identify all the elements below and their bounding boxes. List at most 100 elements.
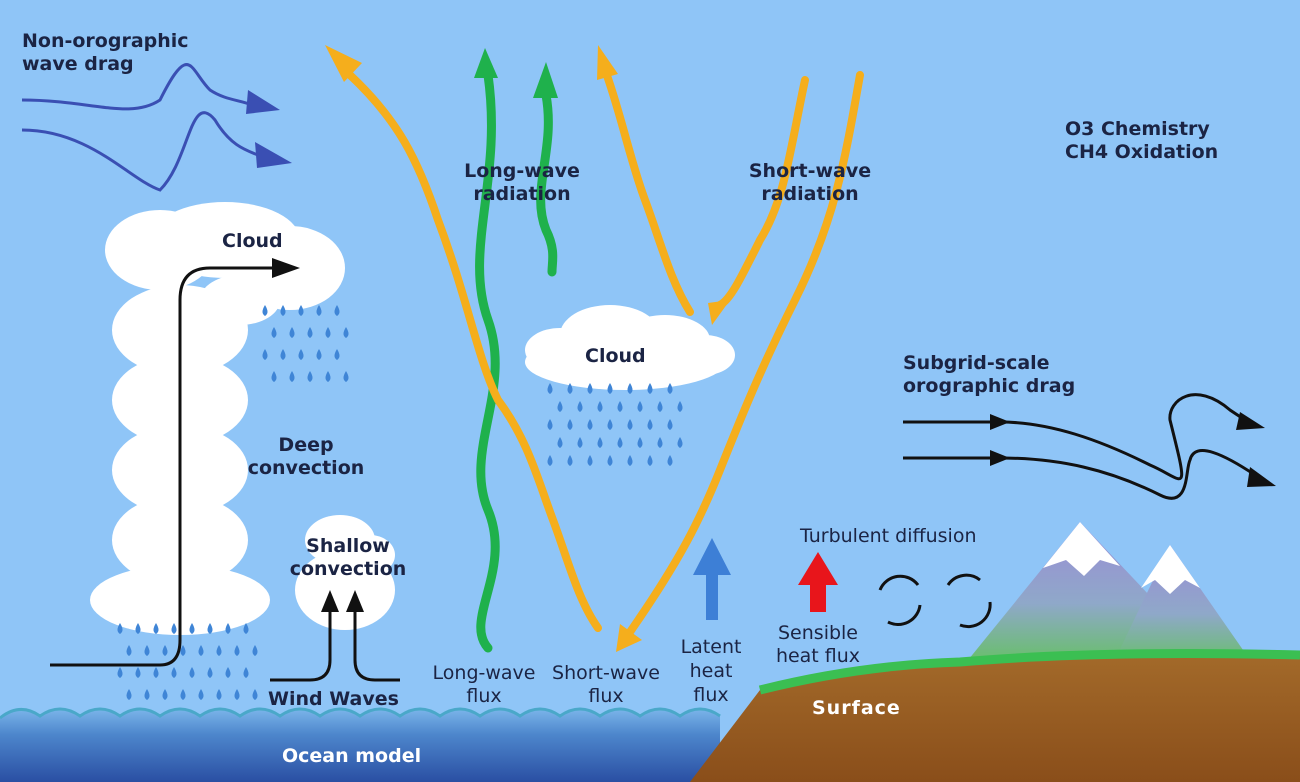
rain-drop (667, 383, 673, 394)
ocean-model-label: Ocean model (282, 745, 422, 767)
rain-drop (647, 419, 653, 430)
rain-drop (547, 419, 553, 430)
rain-drop (343, 371, 349, 382)
rain-drop (577, 437, 583, 448)
rain-drop (343, 327, 349, 338)
rain-drop (587, 383, 593, 394)
rain-drop (153, 667, 159, 678)
ocean (0, 709, 720, 782)
rain-drop (587, 419, 593, 430)
rain-drop (234, 645, 240, 656)
rain-drop (252, 689, 258, 700)
rain-drop (667, 455, 673, 466)
rain-drop (243, 667, 249, 678)
rain-drop (144, 645, 150, 656)
mountain-small-snow (1141, 545, 1200, 594)
rain-drop (252, 645, 258, 656)
rain-drop (117, 667, 123, 678)
rain-drop (597, 437, 603, 448)
rain-drop (216, 645, 222, 656)
rain-drop (617, 401, 623, 412)
rain-drop (298, 305, 304, 316)
rain-drop (262, 349, 268, 360)
mid-cloud-label: Cloud (585, 345, 646, 367)
rain-drop (144, 689, 150, 700)
rain-drop (216, 689, 222, 700)
long-wave-arrows (475, 70, 558, 653)
rain-drop (597, 401, 603, 412)
rain-drop (271, 371, 277, 382)
rain-drop (153, 623, 159, 634)
rain-drop (316, 349, 322, 360)
grass (758, 649, 1300, 695)
rain-drop (677, 401, 683, 412)
rain-drop (627, 455, 633, 466)
turbulent-diffusion-arrows (878, 573, 992, 629)
orographic-drag-arrows (903, 393, 1256, 500)
rain-drop (289, 371, 295, 382)
rain-drops (117, 305, 683, 700)
rain-drop (334, 349, 340, 360)
wave-drag-arrows (21, 63, 259, 192)
rain-drop (162, 645, 168, 656)
rain-drop (207, 623, 213, 634)
rain-drop (637, 401, 643, 412)
mountain-large-snow (1043, 522, 1120, 576)
rain-drop (234, 689, 240, 700)
deep-cloud-label: Cloud (222, 230, 283, 252)
rain-drop (280, 305, 286, 316)
rain-drop (262, 305, 268, 316)
rain-drop (637, 437, 643, 448)
rain-drop (135, 667, 141, 678)
rain-drop (307, 327, 313, 338)
rain-drop (567, 419, 573, 430)
rain-drop (325, 371, 331, 382)
rain-drop (180, 689, 186, 700)
rain-drop (667, 419, 673, 430)
rain-drop (189, 667, 195, 678)
rain-drop (547, 455, 553, 466)
rain-drop (225, 623, 231, 634)
rain-drop (547, 383, 553, 394)
shallow-convection-arrows (270, 605, 400, 682)
rain-drop (198, 689, 204, 700)
rain-drop (180, 645, 186, 656)
rain-drop (657, 437, 663, 448)
latent-heat-arrow (693, 538, 731, 620)
mountain-small (1110, 545, 1250, 670)
rain-drop (225, 667, 231, 678)
rain-drop (162, 689, 168, 700)
rain-drop (298, 349, 304, 360)
wind-waves-label: Wind Waves (268, 688, 399, 710)
short-wave-arrows (346, 66, 864, 636)
land (690, 653, 1300, 782)
rain-drop (171, 623, 177, 634)
mid-cloud (525, 305, 735, 390)
rain-drop (289, 327, 295, 338)
rain-drop (117, 623, 123, 634)
shallow-convection-cloud (295, 515, 395, 630)
rain-drop (280, 349, 286, 360)
sensible-heat-arrow (798, 552, 838, 612)
rain-drop (647, 455, 653, 466)
rain-drop (243, 623, 249, 634)
rain-drop (577, 401, 583, 412)
rain-drop (126, 645, 132, 656)
rain-drop (271, 327, 277, 338)
turbulent-diffusion-label: Turbulent diffusion (800, 525, 977, 547)
rain-drop (567, 455, 573, 466)
rain-drop (135, 623, 141, 634)
deep-convection-arrow (50, 266, 275, 667)
rain-drop (617, 437, 623, 448)
